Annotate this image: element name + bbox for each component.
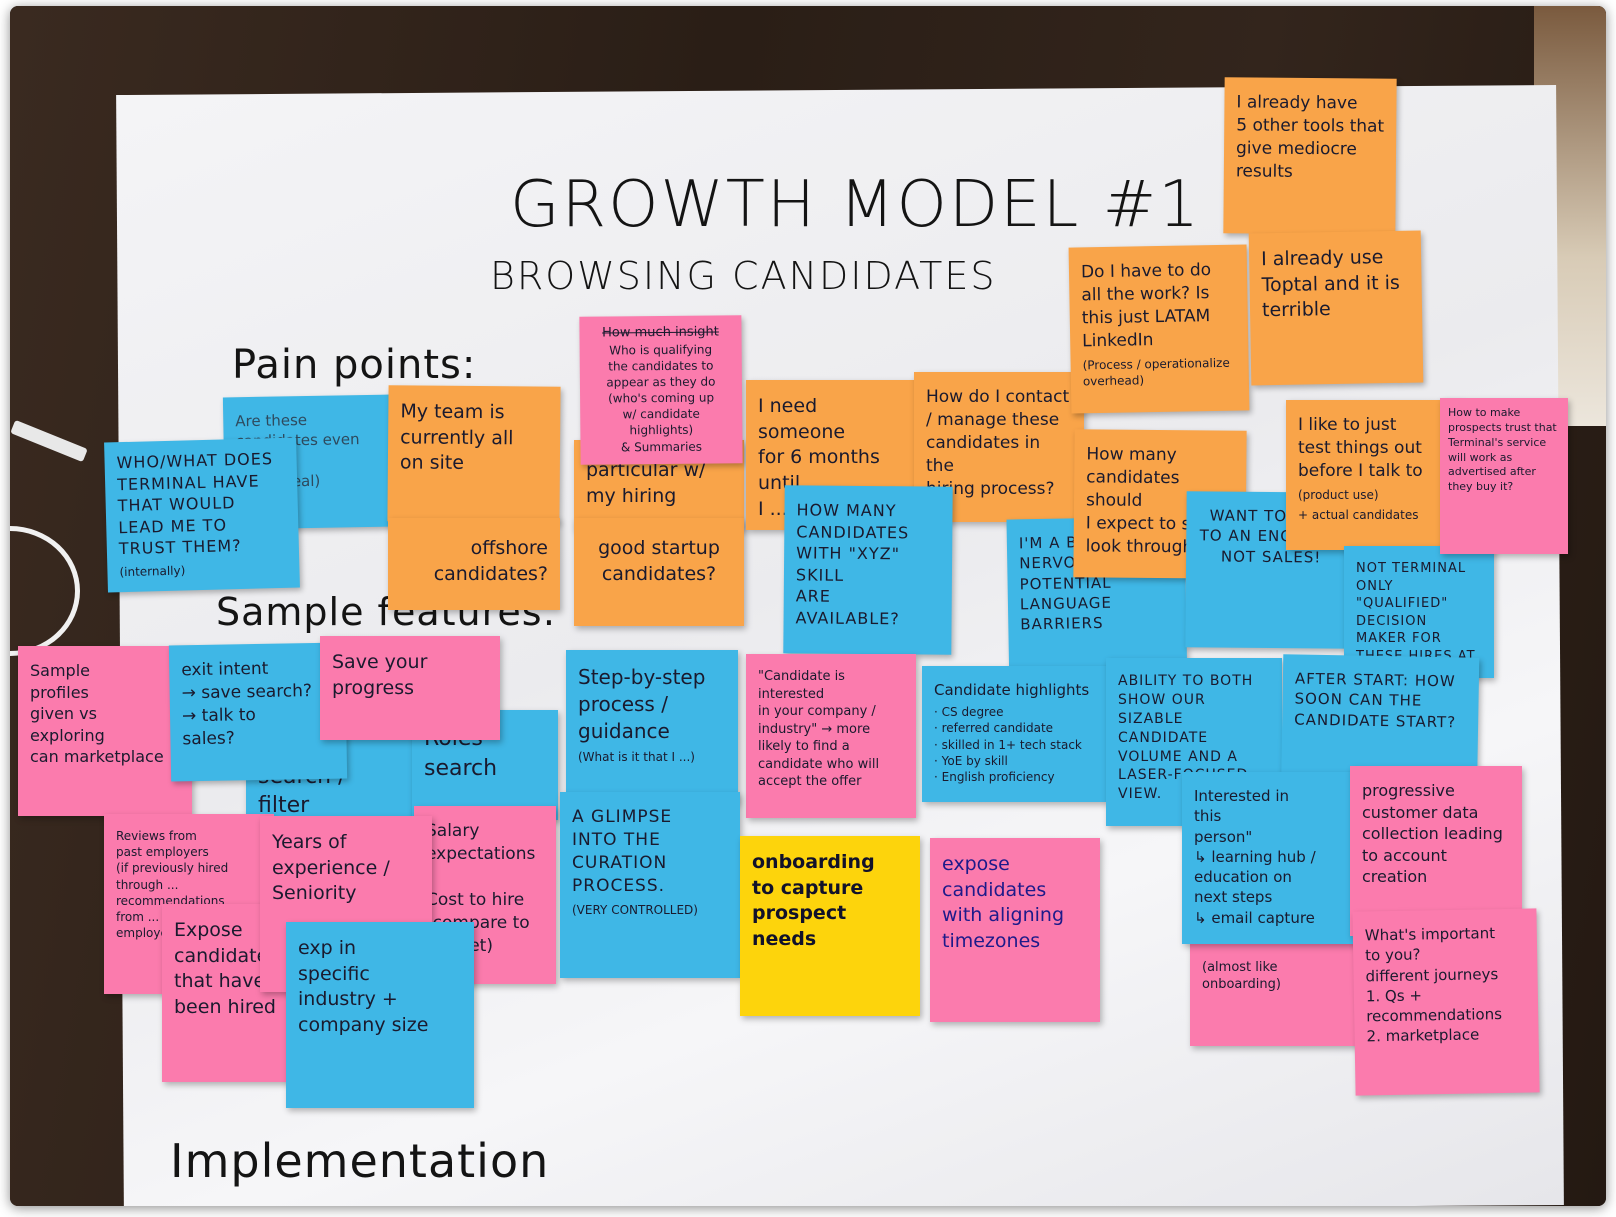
sticky-note-save-progress: Save your progress <box>320 636 500 740</box>
note-text: good startup candidates? <box>598 537 720 585</box>
sticky-note-exp-industry: exp in specific industry + company size <box>286 922 474 1108</box>
note-text: Step-by-step process / guidance <box>578 665 706 743</box>
note-text: I need someone for 6 months until I ... <box>758 395 880 520</box>
note-text: progressive customer data collection lea… <box>1362 781 1503 887</box>
board-subtitle: BROWSING CANDIDATES <box>490 254 997 298</box>
note-text: How do I contact / manage these candidat… <box>926 387 1070 499</box>
sticky-note-step-by-step: Step-by-step process / guidance (What is… <box>566 650 738 804</box>
note-text: exp in specific industry + company size <box>298 937 429 1036</box>
note-text: Interested in this person" ↳ learning hu… <box>1194 787 1316 927</box>
note-text: A GLIMPSE INTO THE CURATION PROCESS. <box>572 807 673 896</box>
note-text: Save your progress <box>332 651 428 699</box>
sticky-note-good-startup: good startup candidates? <box>574 518 744 626</box>
sticky-note-trust-terminal: WHO/WHAT DOES TERMINAL HAVE THAT WOULD L… <box>104 437 300 593</box>
note-subtext: (What is it that I ...) <box>578 750 695 764</box>
sticky-note-candidate-highlights: Candidate highlights · CS degree · refer… <box>922 666 1108 802</box>
note-text: What's important to you? different journ… <box>1364 924 1503 1046</box>
note-text: particular w/ my hiring <box>586 459 706 507</box>
sticky-note-contact-manage: How do I contact / manage these candidat… <box>914 372 1084 522</box>
note-text: expose candidates with aligning timezone… <box>942 853 1065 952</box>
note-crossed-text: How much insight <box>602 324 719 341</box>
sticky-note-curation-glimpse: A GLIMPSE INTO THE CURATION PROCESS. (VE… <box>560 792 740 978</box>
note-text: I already use Toptal and it is terrible <box>1260 246 1400 322</box>
note-text: I already have 5 other tools that give m… <box>1235 92 1385 182</box>
sticky-note-onboarding: onboarding to capture prospect needs <box>740 836 920 1016</box>
sticky-note-how-many-skill: HOW MANY CANDIDATES WITH "XYZ" SKILL ARE… <box>783 485 953 655</box>
note-subtext: (product use) <box>1298 487 1379 502</box>
sticky-note-do-the-work: Do I have to do all the work? Is this ju… <box>1068 244 1250 414</box>
sticky-note-five-tools: I already have 5 other tools that give m… <box>1223 77 1397 235</box>
sticky-note-sample-profiles: Sample profiles given vs exploring can m… <box>18 646 192 816</box>
note-text: ABILITY TO BOTH SHOW OUR SIZABLE CANDIDA… <box>1118 673 1254 803</box>
note-text: HOW MANY CANDIDATES WITH "XYZ" SKILL ARE… <box>795 500 910 629</box>
sticky-note-learning-hub: Interested in this person" ↳ learning hu… <box>1182 772 1358 944</box>
sticky-note-prospects-trust: How to make prospects trust that Termina… <box>1440 398 1568 554</box>
note-subtext: (VERY CONTROLLED) <box>572 902 698 917</box>
sticky-note-interested-company: "Candidate is interested in your company… <box>746 654 916 818</box>
note-text: Do I have to do all the work? Is this ju… <box>1080 260 1216 352</box>
section-pain-points: Pain points: <box>232 342 477 388</box>
sticky-note-who-qualifies: How much insight Who is qualifying the c… <box>579 315 743 465</box>
note-text: My team is currently all on site <box>399 400 514 475</box>
note-text: Expose candidates that have been hired <box>174 919 279 1018</box>
note-text: exit intent → save search? → talk to sal… <box>181 658 313 750</box>
note-text: Years of experience / Seniority <box>272 831 390 905</box>
note-subtext: (Process / operationalize overhead) <box>1082 355 1234 389</box>
note-text: WHO/WHAT DOES TERMINAL HAVE THAT WOULD L… <box>116 448 280 559</box>
note-subtext: + actual candidates <box>1298 508 1419 522</box>
sticky-note-toptal: I already use Toptal and it is terrible <box>1248 230 1424 386</box>
section-implementation: Implementation <box>170 1134 550 1188</box>
sticky-note-team-onsite: My team is currently all on site <box>387 385 561 523</box>
note-text: How to make prospects trust that Termina… <box>1448 406 1561 494</box>
note-text: Sample profiles given vs exploring can m… <box>30 661 164 767</box>
board-title: GROWTH MODEL #1 <box>510 168 1201 242</box>
note-text: Who is qualifying the candidates to appe… <box>606 342 716 455</box>
note-subtext: · CS degree · referred candidate · skill… <box>934 705 1082 784</box>
photo-frame: GROWTH MODEL #1 BROWSING CANDIDATES Pain… <box>10 6 1606 1206</box>
sticky-note-customer-data: progressive customer data collection lea… <box>1350 766 1522 936</box>
note-text: onboarding to capture prospect needs <box>752 851 875 950</box>
sticky-note-offshore: offshore candidates? <box>388 518 560 610</box>
note-text: "Candidate is interested in your company… <box>758 669 880 790</box>
note-text: Candidate highlights <box>934 681 1090 699</box>
note-text: I like to just test things out before I … <box>1298 415 1423 481</box>
sticky-note-test-things: I like to just test things out before I … <box>1286 400 1464 550</box>
sticky-note-timezones: expose candidates with aligning timezone… <box>930 838 1100 1022</box>
sticky-note-whats-important: What's important to you? different journ… <box>1352 908 1540 1096</box>
note-text: AFTER START: HOW SOON CAN THE CANDIDATE … <box>1294 669 1462 731</box>
note-subtext: (internally) <box>119 563 186 580</box>
note-text: offshore candidates? <box>433 537 548 585</box>
